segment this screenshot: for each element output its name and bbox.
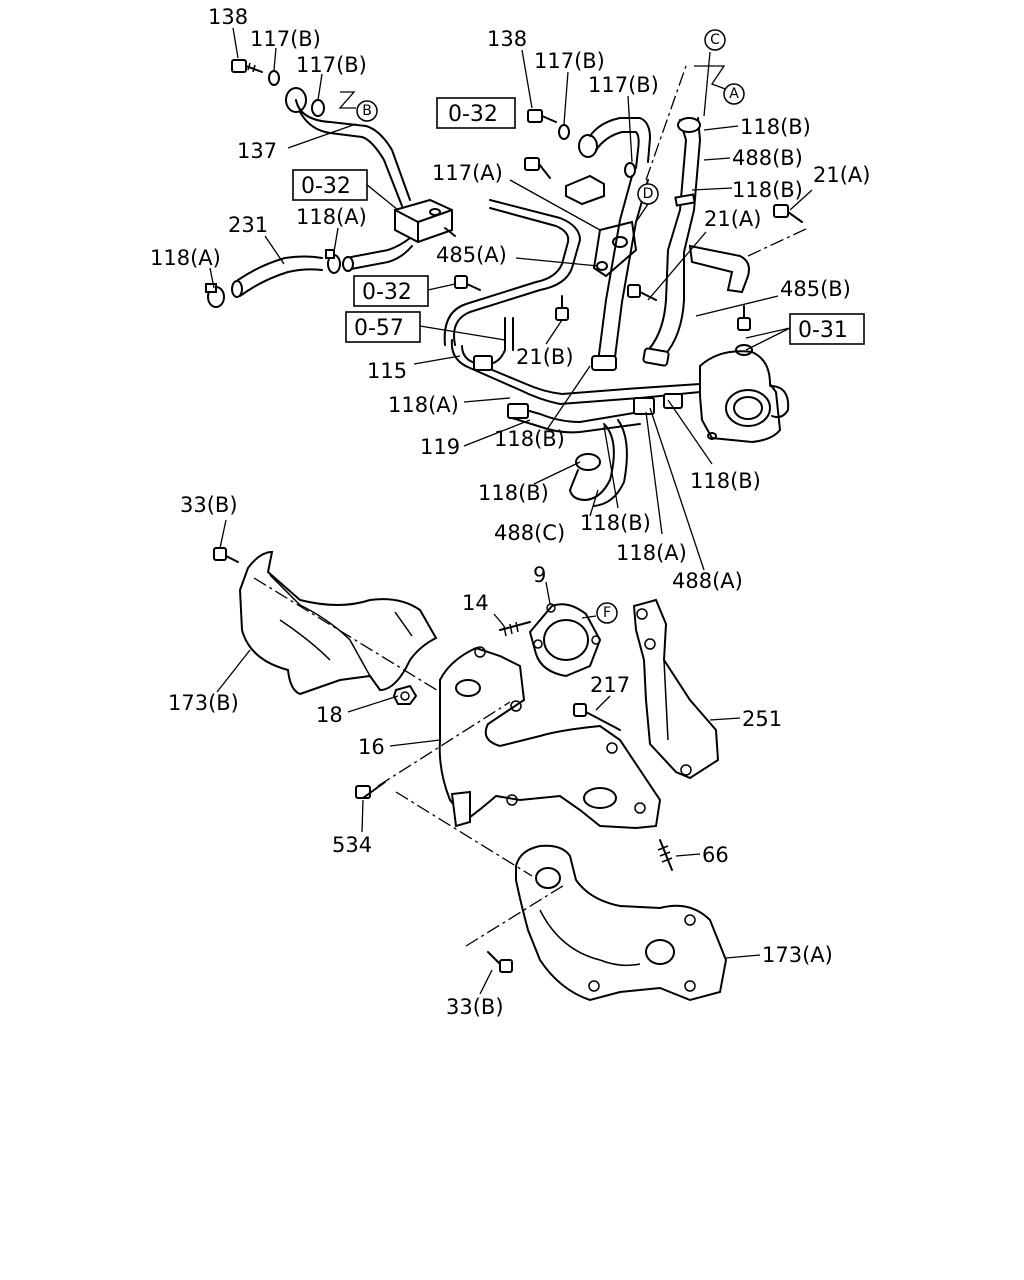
pipe-119 — [511, 405, 641, 434]
label-485b: 485(B) — [780, 277, 851, 301]
upper-pipe-assembly — [205, 59, 803, 507]
circled-markers: B C A D F — [356, 29, 745, 624]
label-173a: 173(A) — [762, 943, 833, 967]
label-217: 217 — [590, 673, 630, 697]
label-485a: 485(A) — [436, 243, 507, 267]
hose-231 — [237, 255, 323, 297]
stud-66 — [657, 839, 673, 871]
clamp-118a-left — [205, 283, 225, 308]
reference-boxes: 0-32 0-32 0-32 0-57 0-31 — [292, 97, 865, 345]
hose-488c — [583, 419, 628, 507]
label-118b-2: 118(B) — [732, 178, 803, 202]
label-118b-6: 118(B) — [580, 511, 651, 535]
label-117b-2: 117(B) — [296, 53, 367, 77]
label-115: 115 — [367, 359, 407, 383]
washer-117b-4 — [624, 162, 636, 178]
label-118a-3: 118(A) — [388, 393, 459, 417]
label-33b-top: 33(B) — [180, 493, 238, 517]
label-117a: 117(A) — [432, 161, 503, 185]
marker-b: B — [362, 103, 372, 119]
clamp-118a-mid — [325, 249, 341, 274]
label-117b-4: 117(B) — [588, 73, 659, 97]
label-117b-3: 117(B) — [534, 49, 605, 73]
hose-end-top — [677, 117, 701, 133]
label-14: 14 — [462, 591, 489, 615]
label-118a-2: 118(A) — [150, 246, 221, 270]
label-21b: 21(B) — [516, 345, 574, 369]
pipe-485a — [443, 199, 581, 346]
heat-shield-173b — [238, 550, 438, 696]
gasket-9 — [528, 603, 602, 678]
heat-shield-173a — [515, 844, 728, 1002]
leader-lines — [209, 27, 813, 995]
clamp-118b-mid — [591, 355, 617, 371]
washer-117b-2 — [311, 99, 325, 117]
marker-c: C — [710, 32, 720, 48]
label-118a-1: 118(A) — [296, 205, 367, 229]
label-137: 137 — [237, 139, 277, 163]
bolt-33b-bottom — [487, 951, 513, 973]
hose-488b — [649, 117, 701, 357]
pipe-137 — [295, 99, 411, 207]
stud-14 — [499, 621, 531, 637]
label-18: 18 — [316, 703, 343, 727]
label-488c: 488(C) — [494, 521, 565, 545]
label-118b-4: 118(B) — [690, 469, 761, 493]
bolt-138-center — [527, 109, 557, 123]
bolt-032-lower — [454, 275, 481, 291]
pipe-115 — [450, 339, 701, 405]
bracket-251 — [632, 598, 720, 780]
label-119: 119 — [420, 435, 460, 459]
label-33b-bottom: 33(B) — [446, 995, 504, 1019]
ref-0-31: 0-31 — [798, 318, 848, 343]
label-138-left: 138 — [208, 5, 248, 29]
label-534: 534 — [332, 833, 372, 857]
bolt-21b — [555, 295, 569, 321]
nut-18 — [392, 684, 418, 705]
bolt-33b-top — [213, 547, 239, 563]
short-pipe — [345, 237, 413, 271]
bolt-21a-right — [773, 204, 803, 223]
part-labels: 138 117(B) 117(B) 137 138 117(B) 117(B) … — [150, 5, 870, 1019]
banjo-center — [578, 134, 598, 158]
label-118b-1: 118(B) — [740, 115, 811, 139]
label-488a: 488(A) — [672, 569, 743, 593]
label-118b-5: 118(B) — [478, 481, 549, 505]
bolt-217 — [573, 703, 621, 731]
marker-a: A — [729, 86, 739, 102]
label-118a-4: 118(A) — [616, 541, 687, 565]
label-9: 9 — [533, 563, 546, 587]
lower-manifold-assembly — [213, 547, 728, 1002]
fitting-488c — [575, 453, 601, 471]
marker-f: F — [603, 605, 611, 621]
bolt-534 — [355, 781, 386, 799]
label-173b: 173(B) — [168, 691, 239, 715]
bolt-21a-center — [627, 284, 657, 301]
ref-0-32-top: 0-32 — [448, 102, 498, 127]
label-117b-1: 117(B) — [250, 27, 321, 51]
label-251: 251 — [742, 707, 782, 731]
bolt-117a — [524, 157, 551, 179]
ref-0-32-lower: 0-32 — [362, 280, 412, 305]
label-21a-2: 21(A) — [704, 207, 761, 231]
label-118b-3: 118(B) — [494, 427, 565, 451]
label-138-center: 138 — [487, 27, 527, 51]
bracket-485b — [688, 244, 750, 294]
ref-0-32-left: 0-32 — [301, 174, 351, 199]
marker-d: D — [643, 186, 654, 202]
bolt-138-left — [231, 59, 263, 73]
label-231: 231 — [228, 213, 268, 237]
bolt-031 — [737, 305, 751, 331]
ref-0-57: 0-57 — [354, 316, 404, 341]
washer-117b-1 — [268, 70, 280, 86]
label-16: 16 — [358, 735, 385, 759]
washer-117b-3 — [558, 124, 570, 140]
label-488b: 488(B) — [732, 146, 803, 170]
label-66: 66 — [702, 843, 729, 867]
clamp-118b-low — [633, 397, 655, 415]
label-21a-1: 21(A) — [813, 163, 870, 187]
